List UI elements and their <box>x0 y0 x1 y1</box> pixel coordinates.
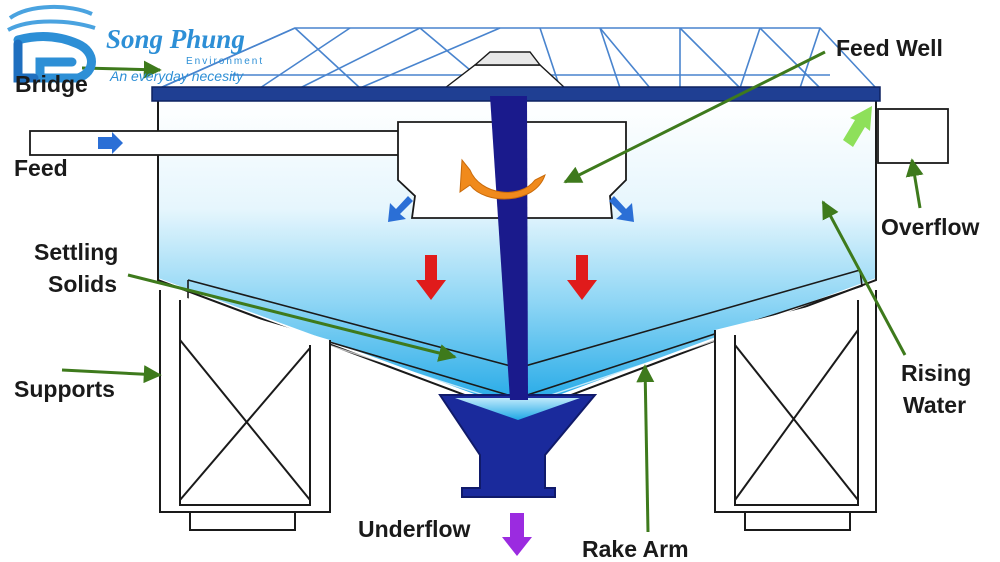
rising-water-arrow <box>843 106 872 147</box>
settling-arrow-left <box>416 255 446 300</box>
drive-unit <box>442 51 567 89</box>
support-left <box>159 290 331 531</box>
label-feed-well: Feed Well <box>836 35 943 61</box>
feedwell-outlet-arrow-left <box>388 196 413 222</box>
underflow-arrow <box>502 513 532 556</box>
support-right <box>714 290 877 531</box>
label-feed: Feed <box>14 155 68 181</box>
leader-settling-solids <box>127 273 457 362</box>
label-rising-line1: Rising <box>901 360 971 386</box>
bridge-truss <box>159 27 877 89</box>
label-bridge: Bridge <box>15 71 88 97</box>
swirl-arrow <box>459 158 546 200</box>
feed-flow-arrow <box>98 132 123 154</box>
label-overflow: Overflow <box>881 214 980 240</box>
leader-rising-water <box>821 200 907 356</box>
brand-tagline: An everyday necesity <box>109 68 244 84</box>
label-rake-arm: Rake Arm <box>582 536 689 562</box>
leader-rake-arm <box>636 364 655 533</box>
label-underflow: Underflow <box>358 516 471 542</box>
settling-arrow-right <box>567 255 597 300</box>
leader-feed-well <box>563 50 826 184</box>
label-settling-line1: Settling <box>34 239 118 265</box>
song-phung-logo-icon <box>7 5 96 83</box>
leader-supports <box>61 365 162 384</box>
label-supports: Supports <box>14 376 115 402</box>
feed-pipe <box>29 130 401 156</box>
leader-bridge <box>81 60 162 79</box>
overflow-launder <box>877 108 949 164</box>
brand-subtitle: Environment <box>186 56 264 67</box>
brand-logo: Song Phung Environment An everyday neces… <box>7 5 264 84</box>
leader-lines <box>61 50 924 533</box>
label-settling-line2: Solids <box>48 271 117 297</box>
drive-shaft <box>490 96 528 400</box>
brand-name: Song Phung <box>106 24 245 54</box>
underflow-hopper <box>438 394 598 498</box>
leader-overflow <box>905 158 924 209</box>
feedwell-outlet-arrow-right <box>609 196 634 222</box>
label-rising-line2: Water <box>903 392 966 418</box>
